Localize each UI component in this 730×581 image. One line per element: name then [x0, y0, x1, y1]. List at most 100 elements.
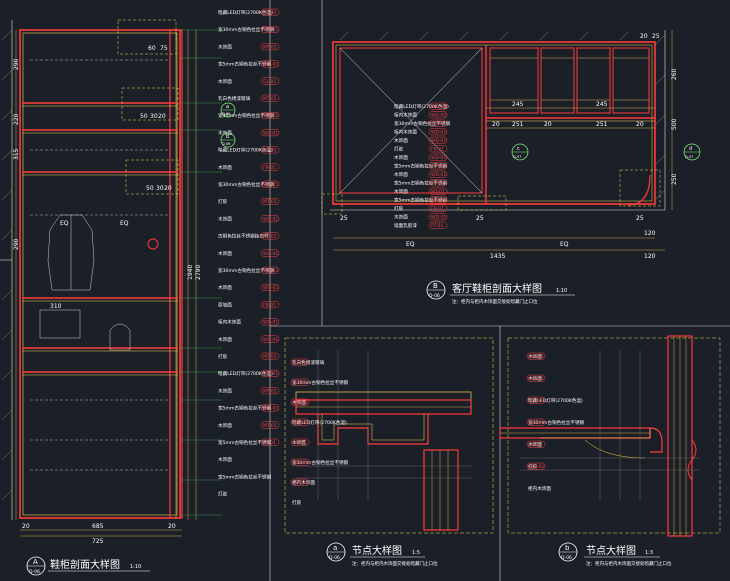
- sb-labels-label-12: 打胶: [394, 205, 404, 212]
- node-b-title-text: 节点大样图: [586, 544, 636, 557]
- sa-labels-label-16: 木饰面: [218, 284, 232, 291]
- sa-labels-label-27: 宽5mm古铜色拉丝不锈钢: [218, 473, 272, 480]
- dim-eq-1: EQ: [60, 220, 69, 227]
- nb-labels-tag-box-4: [526, 440, 546, 448]
- sa-labels-tag-box-12: [260, 215, 280, 223]
- na-labels-tag-4: MT-01: [293, 440, 307, 446]
- sa-labels-tag-box-9: [260, 163, 280, 171]
- dim-bottom-20b: 20: [168, 523, 176, 530]
- sa-labels-tag-17: FB-01: [263, 302, 276, 308]
- sa-labels-tag-7: WD-01: [263, 130, 278, 136]
- sa-labels-tag-3: WD-01: [263, 62, 278, 68]
- nb-labels-tag-4: FB-01: [529, 442, 542, 448]
- sb-labels-tag-box-2: [428, 119, 448, 127]
- sa-labels-tag-13: MT-01: [263, 234, 277, 240]
- sb-labels-tag-box-14: [428, 221, 448, 229]
- sb-labels-label-1: 柜内木饰面: [394, 112, 417, 119]
- section-b-title: B D-06 客厅鞋柜剖面大样图 1:10 注：柜内与柜内木饰面交接处暗藏门止口…: [426, 280, 575, 305]
- sb-labels-tag-12: FB-01: [431, 206, 444, 212]
- sa-labels-tag-24: MT-01: [263, 423, 277, 429]
- sb-labels-tag-5: FB-01: [431, 147, 444, 153]
- sb-labels-tag-6: WD-01: [431, 155, 446, 161]
- sa-labels-tag-20: MT-01: [263, 354, 277, 360]
- dim-b-250: 250: [671, 173, 678, 185]
- dim-eq-2: EQ: [120, 220, 129, 227]
- sa-labels-tag-16: WD-01: [263, 285, 278, 291]
- sa-labels-tag-box-19: [260, 335, 280, 343]
- sa-labels-tag-9: FB-01: [263, 165, 276, 171]
- dim-b-20a: 20: [492, 121, 500, 128]
- sa-labels-label-17: 原墙面: [218, 301, 232, 308]
- sa-labels-label-23: 宽5mm古铜色拉丝不锈钢: [218, 405, 272, 412]
- callout-d: d D-07: [683, 143, 701, 161]
- dim-b-20b: 20: [544, 121, 552, 128]
- sb-labels-tag-box-9: [428, 179, 448, 187]
- sa-labels-tag-box-1: [260, 25, 280, 33]
- sb-labels-tag-1: WD-02: [431, 113, 446, 119]
- node-a-id: a: [333, 544, 337, 552]
- sb-labels-label-2: 宽30mm古铜色拉丝不锈钢: [394, 120, 451, 127]
- node-b-note: 注：柜内与柜内木饰面交接处暗藏门止口位: [586, 560, 672, 567]
- node-b-title: b D-06 节点大样图 1:3 注：柜内与柜内木饰面交接处暗藏门止口位: [558, 542, 672, 567]
- node-a-scale: 1:5: [412, 550, 420, 556]
- sa-labels-tag-8: MT-01: [263, 148, 277, 154]
- section-a-labels: 暗藏LED灯带(2700K色温)MT-01宽30mm古铜色拉丝不锈钢WD-01木…: [218, 8, 280, 498]
- section-b-id: B: [433, 282, 438, 290]
- dim-b-500: 500: [671, 118, 678, 130]
- nb-labels-tag-box-1: [526, 374, 546, 382]
- sb-labels-tag-box-10: [428, 187, 448, 195]
- sa-labels-label-19: 木饰面: [218, 336, 232, 343]
- nb-labels-label-4: 木饰面: [528, 441, 542, 448]
- na-labels-tag-box-6: [290, 478, 310, 486]
- sa-labels-tag-box-14: [260, 249, 280, 257]
- sb-labels-tag-10: MT-01: [431, 189, 445, 195]
- sa-labels-tag-box-24: [260, 421, 280, 429]
- sa-labels-tag-19: WD-01: [263, 337, 278, 343]
- nb-labels-tag-box-2: [526, 396, 546, 404]
- sb-labels-label-9: 宽5mm古铜色拉丝不锈钢: [394, 180, 448, 187]
- dim-b-260: 260: [671, 68, 678, 80]
- dim-mid-30b: 30: [156, 185, 164, 192]
- sa-labels-label-22: 木饰面: [218, 387, 232, 394]
- section-a-scale: 1:10: [130, 564, 141, 570]
- sb-labels-tag-4: WD-01: [431, 138, 446, 144]
- callout-b-sheet: D-06: [222, 142, 230, 146]
- sb-labels-tag-0: WD-02: [431, 104, 446, 110]
- section-b-scale: 1:10: [556, 288, 567, 294]
- nb-labels-tag-box-5: [526, 462, 546, 470]
- section-b-drawing: [321, 30, 673, 251]
- sa-labels-label-26: 木饰面: [218, 456, 232, 463]
- nb-labels-tag-3: WD-01: [529, 420, 544, 426]
- sb-labels-tag-11: WD-01: [431, 198, 446, 204]
- node-a-title: a D-06 节点大样图 1:5 注：柜内与柜内木饰面交接处暗藏门止口位: [326, 542, 438, 567]
- sb-labels-tag-box-0: [428, 102, 448, 110]
- na-labels-tag-box-2: [290, 398, 310, 406]
- node-a-title-text: 节点大样图: [352, 544, 402, 557]
- dim-b-25a: 25: [340, 215, 348, 222]
- sb-labels-tag-14: PT-01: [431, 223, 444, 229]
- na-labels-label-0: 乳白色烤漆玻璃: [292, 359, 325, 366]
- section-a-drawing: [1, 19, 222, 537]
- sa-labels-tag-box-11: [260, 197, 280, 205]
- na-labels-tag-box-5: [290, 458, 310, 466]
- nb-labels-label-6: 柜内木饰面: [528, 485, 551, 492]
- sb-labels-tag-box-4: [428, 136, 448, 144]
- sb-labels-tag-3: WD-01: [431, 130, 446, 136]
- sa-labels-tag-15: WD-02: [263, 268, 278, 274]
- sa-labels-label-2: 木饰面: [218, 43, 232, 50]
- sa-labels-label-10: 宽30mm古铜色拉丝不锈钢: [218, 181, 275, 188]
- section-a-dimensions: 60 75 290 220 315 290 EQ EQ 310 1940 279…: [13, 45, 202, 545]
- sa-labels-label-9: 木饰面: [218, 164, 232, 171]
- dim-mid-50b: 50: [146, 185, 154, 192]
- sa-labels-label-6: 宽30mm古铜色拉丝不锈钢: [218, 112, 275, 119]
- dim-2790: 2790: [195, 265, 202, 280]
- node-a-sheet: D-06: [329, 555, 340, 561]
- sa-labels-tag-14: WD-01: [263, 251, 278, 257]
- node-a-drawing: [284, 337, 494, 534]
- nb-labels-tag-2: MT-01: [529, 398, 543, 404]
- sb-labels-tag-13: WD-01: [431, 215, 446, 221]
- dim-b-245a: 245: [512, 101, 524, 108]
- na-labels-tag-box-0: [290, 358, 310, 366]
